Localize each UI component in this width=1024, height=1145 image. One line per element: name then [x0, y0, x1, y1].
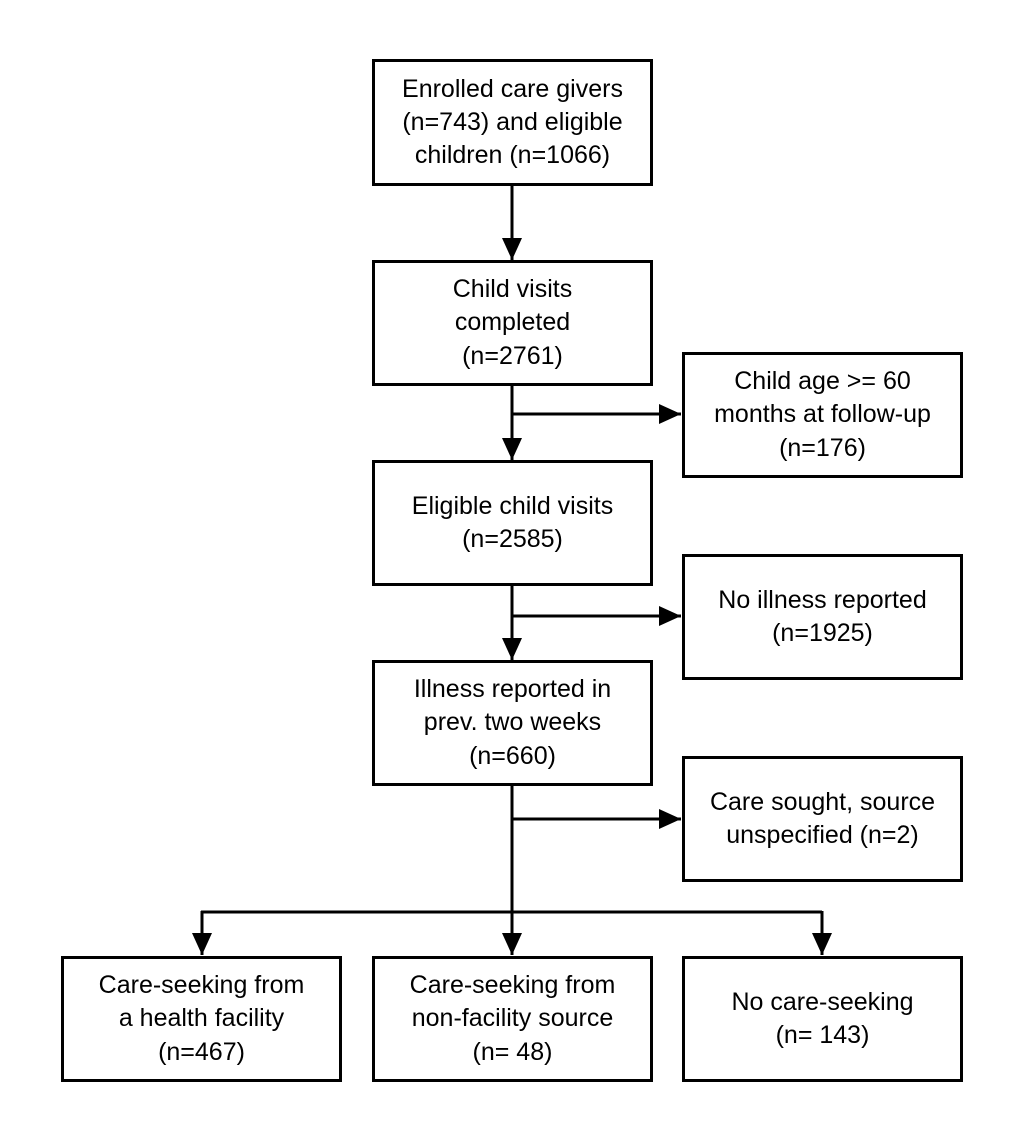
no-care-box: No care-seeking (n= 143) — [682, 956, 963, 1082]
non-facility-box: Care-seeking from non-facility source (n… — [372, 956, 653, 1082]
non-facility-line-3: (n= 48) — [472, 1037, 553, 1066]
health-facility-box: Care-seeking from a health facility (n=4… — [61, 956, 342, 1082]
no-illness-line-2: (n=1925) — [772, 619, 873, 647]
enrolled-box: Enrolled care givers (n=743) and eligibl… — [372, 59, 653, 186]
non-facility-line-2: non-facility source — [411, 1004, 614, 1033]
illness-reported-box: Illness reported in prev. two weeks (n=6… — [372, 660, 653, 786]
no-illness-line-1: No illness reported — [718, 585, 927, 614]
health-facility-line-1: Care-seeking from — [98, 971, 305, 1000]
child-visits-line-2: completed — [454, 308, 571, 337]
age-excluded-line-3: (n=176) — [779, 433, 866, 462]
illness-reported-line-3: (n=660) — [469, 741, 556, 770]
non-facility-line-1: Care-seeking from — [409, 971, 616, 1000]
unspecified-line-2: unspecified (n=2) — [726, 821, 919, 849]
eligible-visits-line-1: Eligible child visits — [411, 491, 614, 520]
unspecified-box: Care sought, source unspecified (n=2) — [682, 756, 963, 882]
illness-reported-line-1: Illness reported in — [413, 675, 612, 704]
health-facility-line-3: (n=467) — [158, 1037, 245, 1066]
age-excluded-line-2: months at follow-up — [714, 400, 931, 429]
enrolled-line-3: children (n=1066) — [414, 141, 611, 170]
enrolled-line-1: Enrolled care givers — [402, 74, 623, 103]
no-care-line-1: No care-seeking — [731, 987, 914, 1016]
child-visits-line-3: (n=2761) — [462, 341, 563, 370]
age-excluded-line-1: Child age >= 60 — [734, 367, 911, 396]
child-visits-box: Child visits completed (n=2761) — [372, 260, 653, 386]
unspecified-line-1: Care sought, source — [709, 787, 936, 816]
no-illness-box: No illness reported (n=1925) — [682, 554, 963, 680]
illness-reported-line-2: prev. two weeks — [423, 708, 602, 737]
no-care-line-2: (n= 143) — [775, 1021, 870, 1049]
eligible-visits-line-2: (n=2585) — [462, 525, 563, 553]
health-facility-line-2: a health facility — [118, 1004, 285, 1033]
enrolled-line-2: (n=743) and eligible — [402, 107, 623, 136]
child-visits-line-1: Child visits — [452, 275, 573, 304]
age-excluded-box: Child age >= 60 months at follow-up (n=1… — [682, 352, 963, 478]
eligible-visits-box: Eligible child visits (n=2585) — [372, 460, 653, 586]
